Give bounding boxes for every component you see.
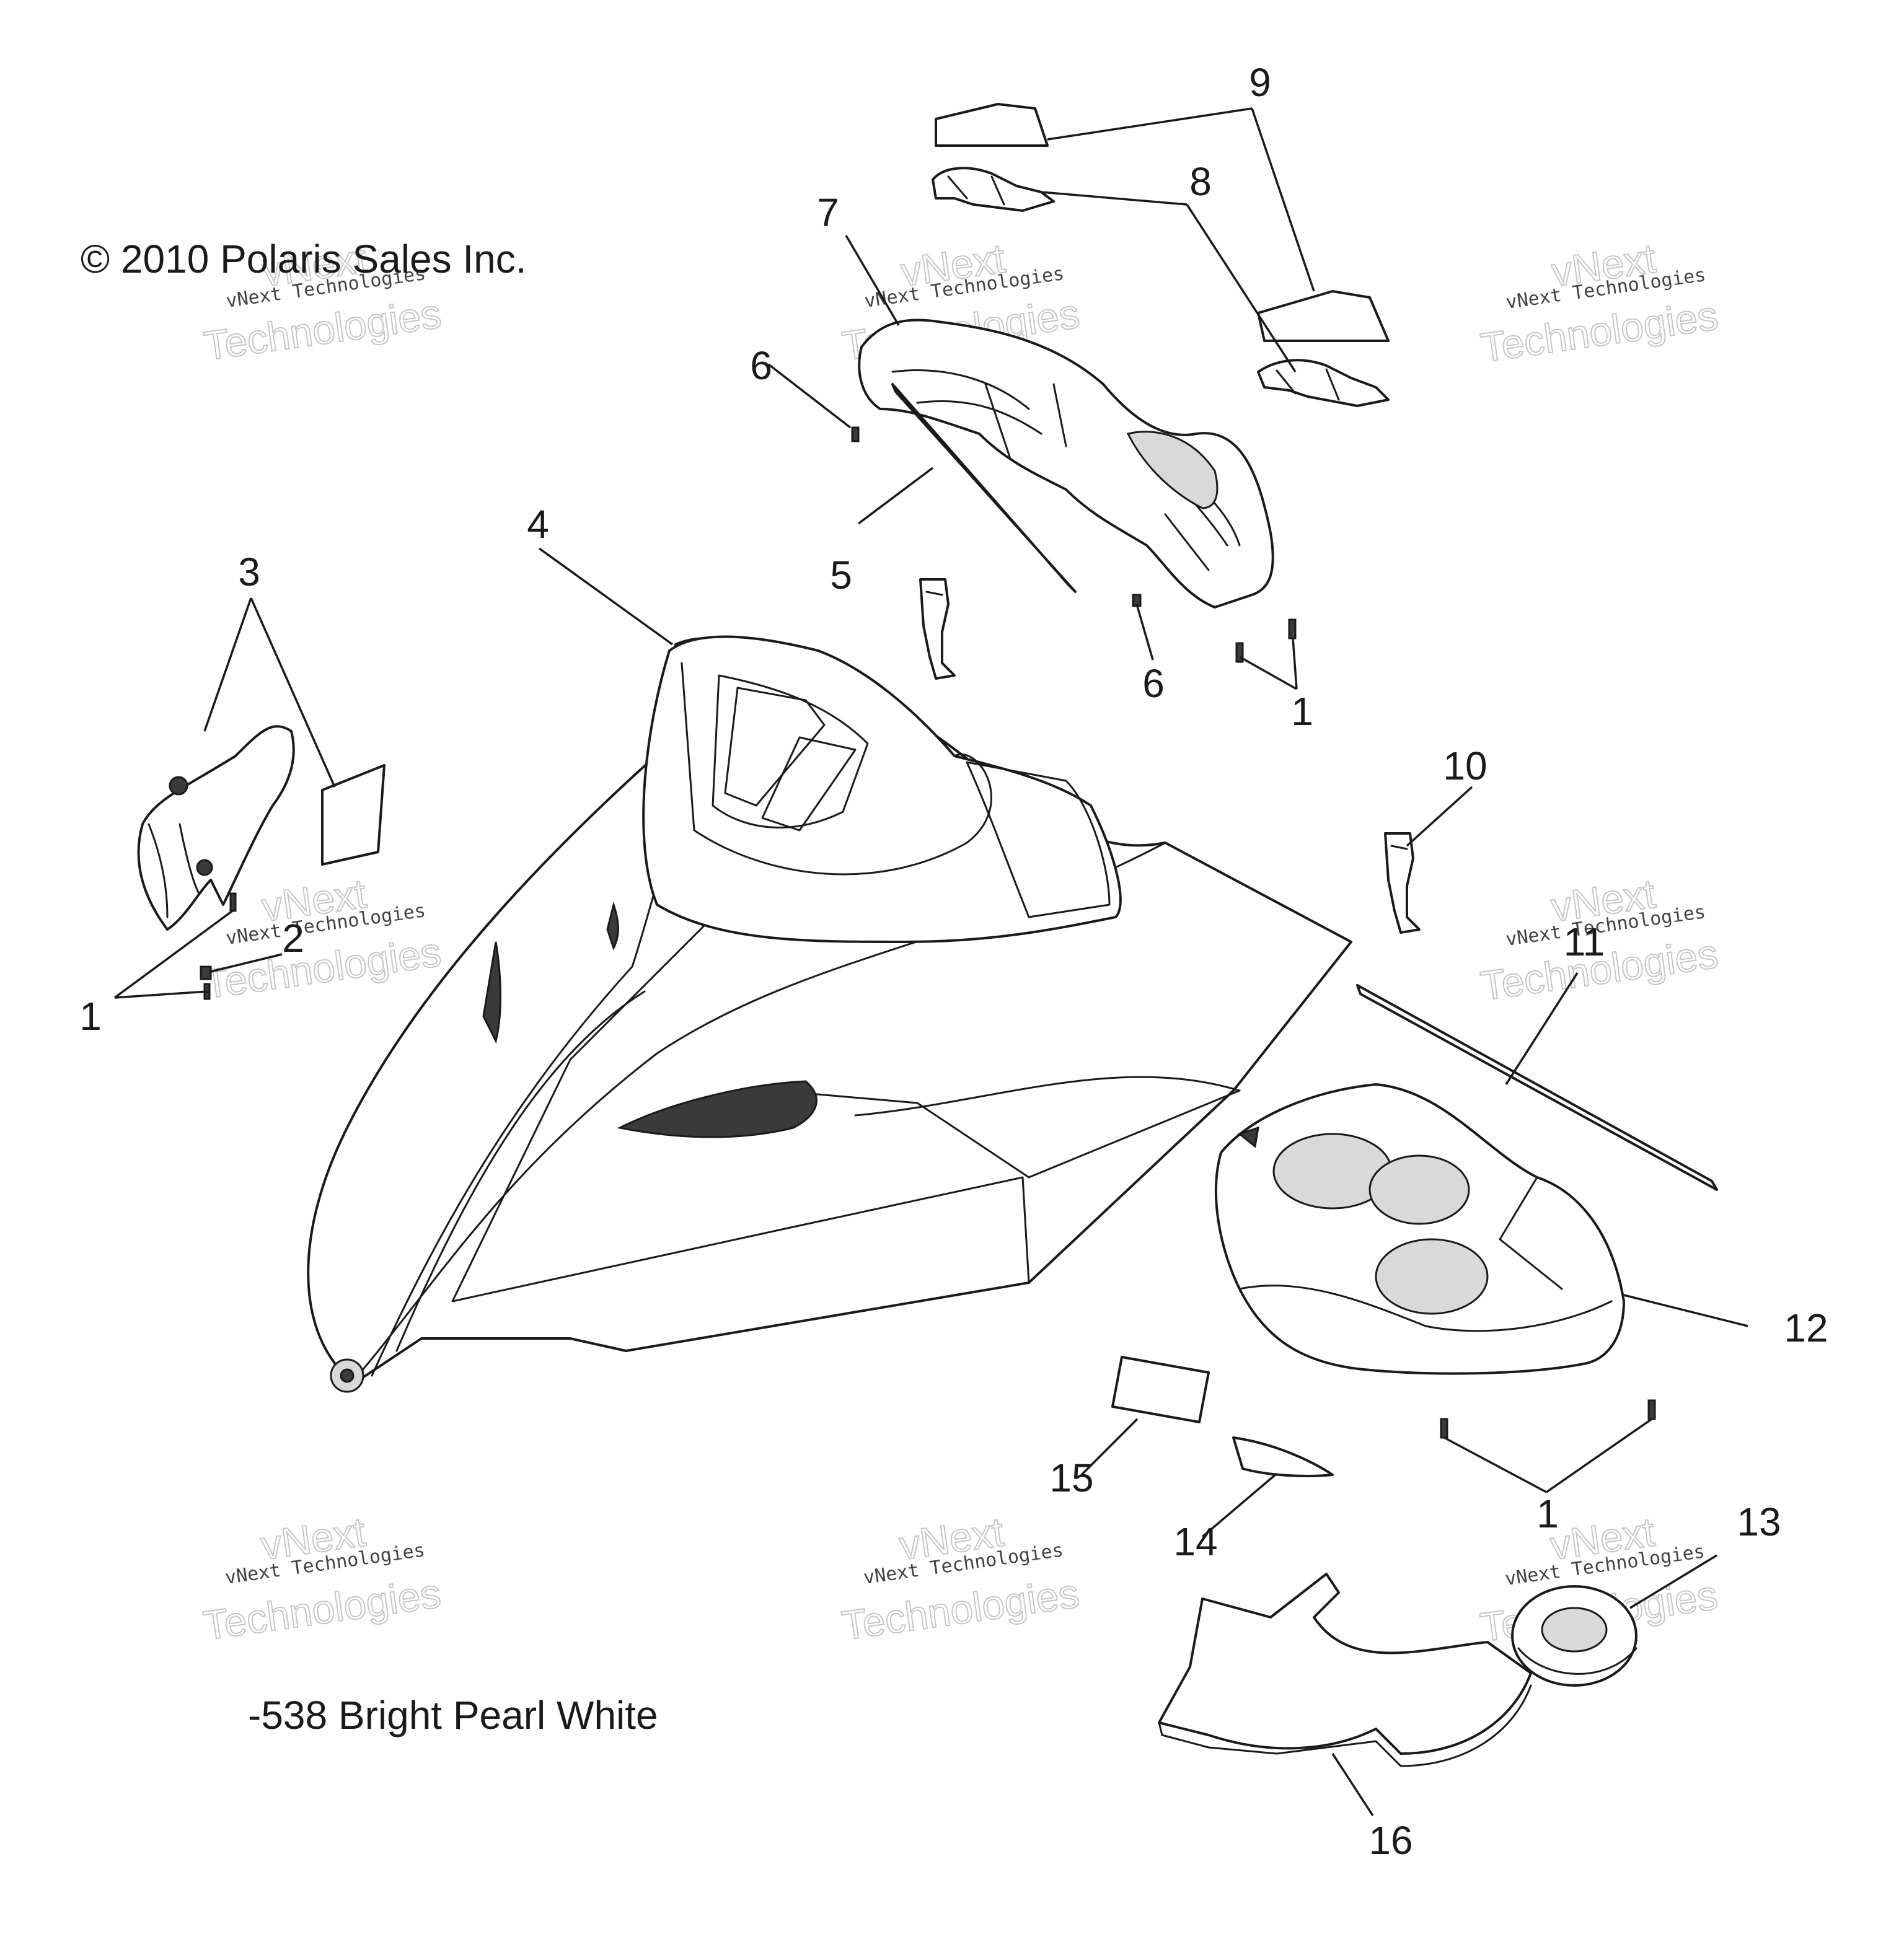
callout-9: 9	[1249, 60, 1271, 105]
callout-5: 5	[830, 553, 852, 597]
callout-12: 12	[1784, 1306, 1828, 1350]
part-8-bracket-upper	[932, 167, 1055, 212]
part-11-strip	[1356, 984, 1718, 1191]
watermark-top-right: vNext vNext Technologies Technologies	[1478, 234, 1722, 371]
callout-numbers: 9 8 7 6 4 5 6 1 3 10 2 1 11 12 15 1 13 1…	[79, 60, 1828, 1863]
color-note: -538 Bright Pearl White	[248, 1693, 658, 1738]
callout-15: 15	[1049, 1456, 1093, 1500]
callout-8: 8	[1189, 159, 1212, 204]
callout-14: 14	[1173, 1519, 1217, 1564]
part-16-liner	[1158, 1573, 1532, 1767]
callout-2: 2	[282, 916, 304, 960]
callout-1c: 1	[1536, 1492, 1559, 1536]
callout-4: 4	[527, 502, 549, 547]
part-9-pad-upper	[935, 103, 1049, 147]
callout-7: 7	[817, 190, 839, 235]
part-7-console	[858, 319, 1274, 609]
part-4-hood	[307, 635, 1352, 1393]
copyright-text: © 2010 Polaris Sales Inc.	[81, 237, 527, 281]
part-10-latch-lower	[1384, 832, 1421, 934]
callout-6a: 6	[750, 343, 772, 388]
part-15-decal	[1111, 1356, 1210, 1423]
callout-6b: 6	[1142, 661, 1165, 706]
leader-lines	[113, 107, 1748, 1816]
part-9-pad-lower	[1257, 290, 1390, 342]
callout-1a: 1	[1291, 689, 1313, 734]
part-10-latch-upper	[919, 578, 956, 680]
callout-11: 11	[1564, 920, 1605, 964]
part-8-bracket-lower	[1257, 359, 1390, 407]
part-3-side-vent	[137, 725, 386, 931]
part-5-strip	[891, 383, 1077, 593]
watermark-bottom-left: vNext vNext Technologies Technologies	[200, 1508, 444, 1649]
part-13-ring	[1511, 1585, 1637, 1687]
part-14-decal	[1232, 1436, 1334, 1477]
watermark-bottom-center: vNext vNext Technologies Technologies	[839, 1508, 1083, 1649]
fasteners	[200, 426, 1656, 1439]
part-12-tray	[1215, 1083, 1625, 1375]
callout-10: 10	[1443, 744, 1487, 788]
callout-13: 13	[1737, 1500, 1781, 1544]
callout-1b: 1	[79, 994, 102, 1039]
callout-3: 3	[238, 550, 260, 594]
callout-16: 16	[1368, 1818, 1413, 1863]
